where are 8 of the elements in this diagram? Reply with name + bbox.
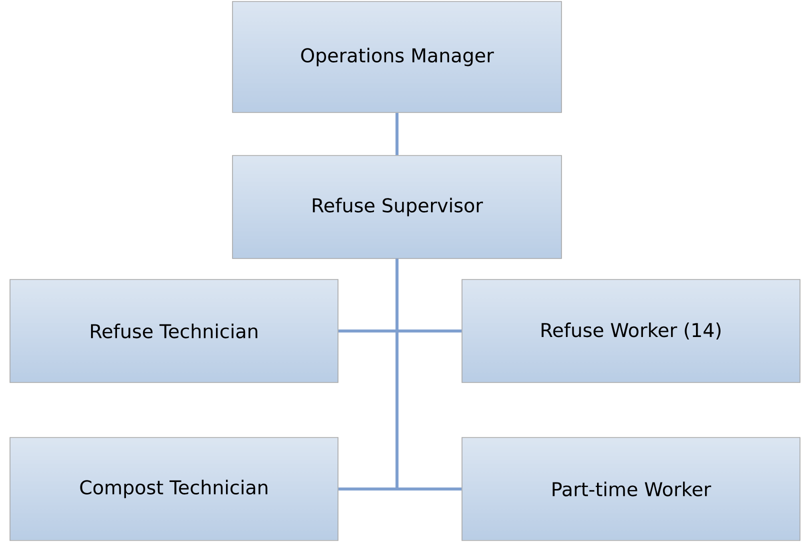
connector-line xyxy=(396,112,398,156)
org-box: Refuse Worker (14) xyxy=(462,279,800,383)
connector-line xyxy=(396,258,462,490)
org-box: Compost Technician xyxy=(10,437,338,541)
org-box: Operations Manager xyxy=(232,1,562,113)
org-box: Refuse Supervisor xyxy=(232,155,562,259)
org-box: Refuse Technician xyxy=(10,279,338,383)
org-box: Part-time Worker xyxy=(462,437,800,541)
